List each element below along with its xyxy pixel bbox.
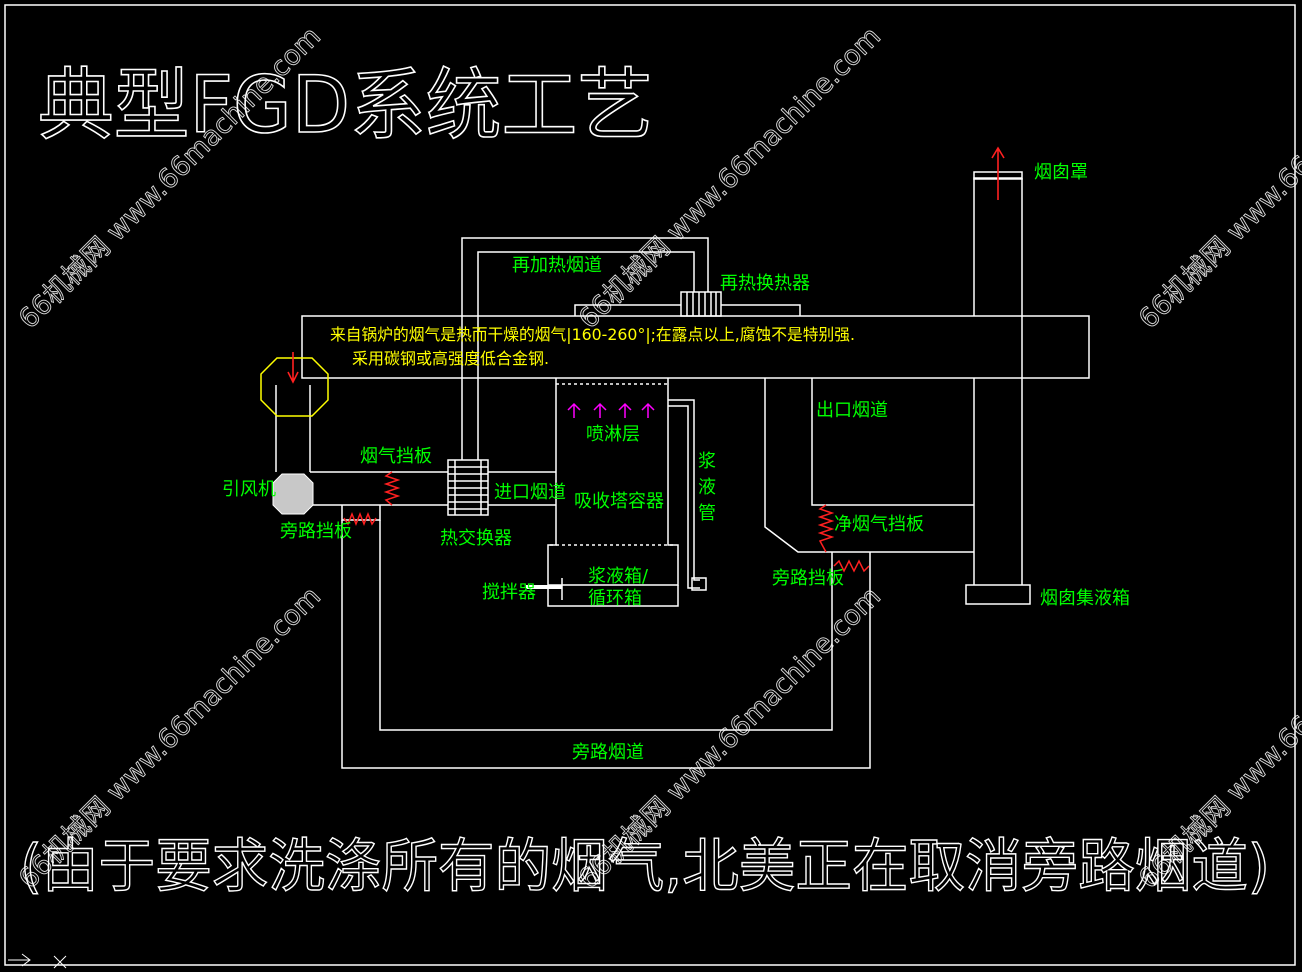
bypass-duct-inner <box>379 520 833 731</box>
label-reheat-exchanger: 再热换热器 <box>720 273 810 294</box>
bypass-damper-left <box>343 511 377 527</box>
watermarks: 66机械网 www.66machine.com 66机械网 www.66mach… <box>13 21 1302 896</box>
outlet-duct <box>764 378 974 553</box>
bypass-branch <box>341 505 381 521</box>
label-id-fan: 引风机 <box>222 479 276 500</box>
label-stack-drain: 烟囱集液箱 <box>1040 588 1130 609</box>
label-slurry-pipe-2: 液 <box>698 477 716 498</box>
reheat-duct-outer <box>461 237 709 460</box>
label-inlet-duct: 进口烟道 <box>494 482 566 503</box>
label-agitator: 搅拌器 <box>482 582 536 603</box>
flue-damper <box>383 471 401 506</box>
label-heat-exchanger: 热交换器 <box>440 528 512 549</box>
label-bypass-damper-left: 旁路挡板 <box>280 521 352 542</box>
spray-nozzles <box>567 402 655 418</box>
label-bypass-damper-right: 旁路挡板 <box>772 568 844 589</box>
ucs-icon <box>8 953 67 969</box>
label-absorber: 吸收塔容器 <box>574 491 664 512</box>
label-clean-damper: 净烟气挡板 <box>834 514 924 535</box>
boiler-inlet <box>260 352 329 417</box>
absorber-vessel <box>547 378 679 607</box>
bypass-damper-right <box>833 559 870 573</box>
watermark: 66机械网 www.66machine.com <box>1133 21 1302 335</box>
reheat-duct-inner <box>477 251 695 460</box>
heat-exchanger <box>447 459 489 516</box>
footer-note: (由于要求洗涤所有的烟气,北美正在取消旁路烟道) <box>20 832 1270 900</box>
inlet-note-line2: 采用碳钢或高强度低合金钢. <box>352 349 549 368</box>
label-slurry-pipe-3: 管 <box>698 503 716 524</box>
stack <box>965 146 1031 605</box>
label-flue-damper: 烟气挡板 <box>360 446 432 467</box>
drawing-frame <box>4 4 1296 966</box>
reheat-exchanger <box>574 291 801 317</box>
page-title: 典型FGD系统工艺 <box>38 61 653 151</box>
id-fan <box>272 473 314 515</box>
label-bypass-duct: 旁路烟道 <box>572 742 644 763</box>
label-slurry-tank-1: 浆液箱/ <box>588 566 649 587</box>
label-slurry-pipe-1: 浆 <box>698 451 716 472</box>
slurry-pipe <box>668 399 707 591</box>
bypass-duct-outer <box>341 520 871 769</box>
inlet-note-line1: 来自锅炉的烟气是热而干燥的烟气|160-260°|;在露点以上,腐蚀不是特别强. <box>330 325 855 344</box>
clean-gas-damper <box>817 504 835 553</box>
agitator <box>526 578 563 600</box>
label-spray-layer: 喷淋层 <box>586 424 640 445</box>
label-outlet-duct: 出口烟道 <box>816 400 888 421</box>
label-stack-cap: 烟囱罩 <box>1034 162 1088 183</box>
label-reheat-duct: 再加热烟道 <box>512 255 602 276</box>
label-slurry-tank-2: 循环箱 <box>588 588 642 609</box>
